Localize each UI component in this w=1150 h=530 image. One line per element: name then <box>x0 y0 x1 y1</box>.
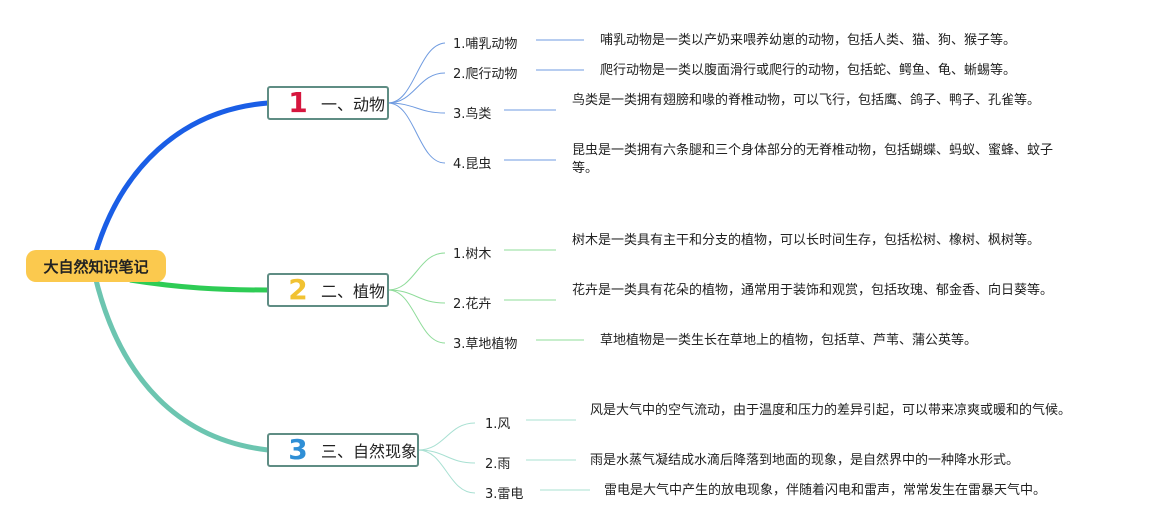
leaf-node-grassland-plants[interactable]: 3.草地植物 <box>453 337 518 352</box>
leaf-curve-plants-1 <box>387 252 446 291</box>
category-number-badge: 2 <box>288 273 308 306</box>
leaf-curve-plants-3 <box>387 289 446 344</box>
leaf-description: 鸟类是一类拥有翅膀和喙的脊椎动物，可以飞行，包括鹰、鸽子、鸭子、孔雀等。 <box>572 93 1041 108</box>
branch-line-phenomena <box>92 275 269 453</box>
leaf-curve-plants-2 <box>387 289 446 304</box>
leaf-node-wind[interactable]: 1.风 <box>485 417 511 432</box>
leaf-description: 雨是水蒸气凝结成水滴后降落到地面的现象，是自然界中的一种降水形式。 <box>590 453 1020 468</box>
branch-line-animals <box>92 100 269 256</box>
category-node-plants[interactable]: 2 二、植物 <box>267 273 389 307</box>
category-node-animals[interactable]: 1 一、动物 <box>267 86 389 120</box>
root-node-label: 大自然知识笔记 <box>43 257 149 276</box>
category-label: 二、植物 <box>321 282 386 301</box>
root-node[interactable]: 大自然知识笔记 <box>26 250 166 282</box>
leaf-curve-animals-1 <box>387 42 446 104</box>
leaf-description: 雷电是大气中产生的放电现象，伴随着闪电和雷声，常常发生在雷暴天气中。 <box>604 483 1047 498</box>
leaf-description: 昆虫是一类拥有六条腿和三个身体部分的无脊椎动物，包括蝴蝶、蚂蚁、蜜蜂、蚊子等。 <box>572 143 1054 176</box>
leaf-node-birds[interactable]: 3.鸟类 <box>453 107 492 122</box>
leaf-curve-phenomena-3 <box>417 449 476 494</box>
leaf-node-mammals[interactable]: 1.哺乳动物 <box>453 37 518 52</box>
leaf-node-rain[interactable]: 2.雨 <box>485 457 511 472</box>
category-label: 一、动物 <box>321 95 386 114</box>
leaf-node-thunder-lightning[interactable]: 3.雷电 <box>485 487 524 502</box>
leaf-curve-phenomena-1 <box>417 422 476 451</box>
leaf-curve-animals-2 <box>387 72 446 104</box>
leaf-curve-animals-3 <box>387 102 446 114</box>
leaf-description: 树木是一类具有主干和分支的植物，可以长时间生存，包括松树、橡树、枫树等。 <box>572 233 1041 248</box>
leaf-description: 花卉是一类具有花朵的植物，通常用于装饰和观赏，包括玫瑰、郁金香、向日葵等。 <box>572 283 1054 298</box>
leaf-description: 草地植物是一类生长在草地上的植物，包括草、芦苇、蒲公英等。 <box>600 333 978 348</box>
leaf-description: 哺乳动物是一类以产奶来喂养幼崽的动物，包括人类、猫、狗、猴子等。 <box>600 33 1017 48</box>
branch-line-plants <box>129 277 269 293</box>
leaf-description: 爬行动物是一类以腹面滑行或爬行的动物，包括蛇、鳄鱼、龟、蜥蜴等。 <box>600 63 1017 78</box>
category-number-badge: 3 <box>288 433 308 466</box>
leaf-description: 风是大气中的空气流动，由于温度和压力的差异引起，可以带来凉爽或暖和的气候。 <box>590 403 1072 418</box>
leaf-node-insects[interactable]: 4.昆虫 <box>453 157 492 172</box>
leaf-curve-phenomena-2 <box>417 449 476 464</box>
category-number-badge: 1 <box>288 86 308 119</box>
leaf-curve-animals-4 <box>387 102 446 164</box>
leaf-node-reptiles[interactable]: 2.爬行动物 <box>453 67 518 82</box>
category-label: 三、自然现象 <box>321 442 418 461</box>
leaf-node-trees[interactable]: 1.树木 <box>453 247 492 262</box>
category-node-phenomena[interactable]: 3 三、自然现象 <box>267 433 419 467</box>
leaf-node-flowers[interactable]: 2.花卉 <box>453 297 492 312</box>
